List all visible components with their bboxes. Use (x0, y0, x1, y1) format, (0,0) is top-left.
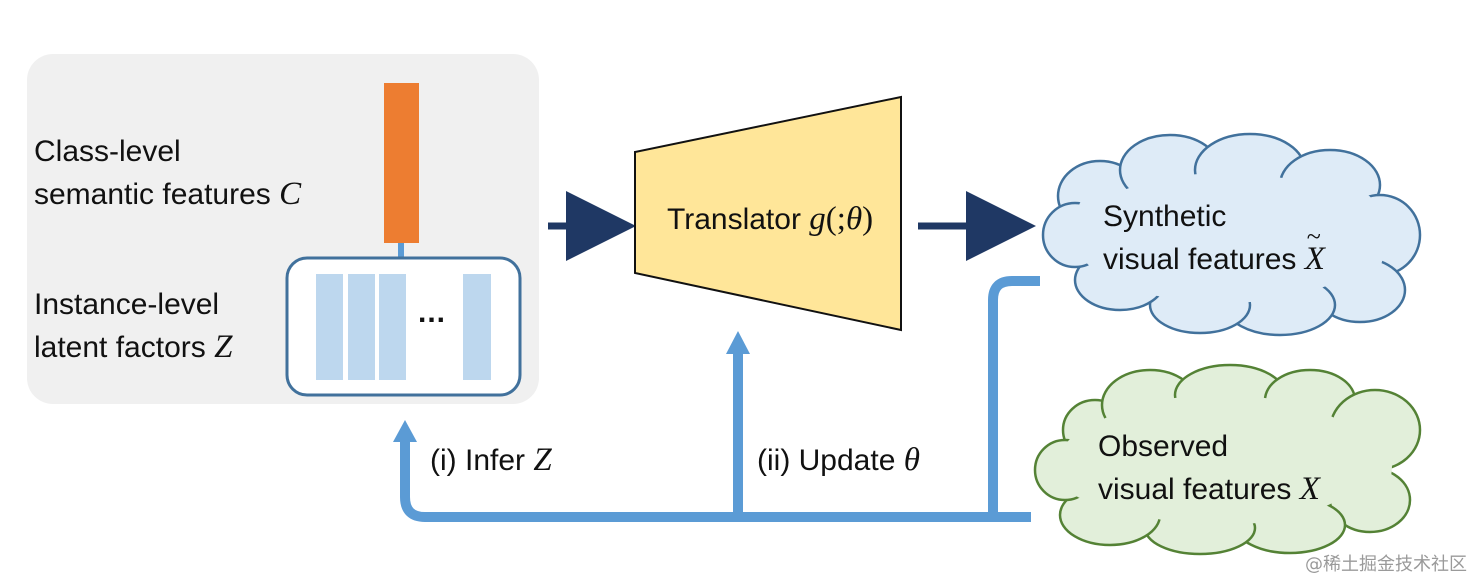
infer-arrowhead (393, 420, 417, 442)
update-step-label: (ii) Update θ (757, 438, 920, 484)
infer-step-text: (i) Infer (430, 444, 526, 477)
translator-theta: θ (845, 201, 863, 237)
update-step-text: (ii) Update (757, 444, 896, 477)
synthetic-line1: Synthetic (1103, 200, 1227, 233)
latent-ellipsis: ... (418, 296, 447, 329)
class-level-line1: Class-level (34, 135, 181, 168)
latent-bar-1 (316, 274, 343, 380)
class-level-line2: semantic features (34, 178, 271, 212)
watermark: @稀土掘金技术社区 (1305, 554, 1467, 575)
latent-bar-2 (348, 274, 375, 380)
bar-connector (398, 243, 404, 257)
instance-level-line2: latent factors (34, 331, 206, 365)
translator-shape (634, 95, 902, 332)
synthetic-symbol: X (1305, 220, 1325, 283)
synthetic-label: Synthetic visual features X (1103, 196, 1325, 283)
translator-text: Translator (667, 203, 801, 236)
translator-label: Translator g(;θ) (667, 197, 873, 243)
observed-line1: Observed (1098, 430, 1229, 463)
translator-args-open: (; (825, 201, 846, 237)
latent-bar-4 (463, 274, 491, 380)
update-arrowhead (726, 331, 750, 354)
translator-func: g (809, 201, 826, 237)
instance-symbol: Z (214, 329, 233, 366)
observed-label: Observed visual features X (1098, 426, 1320, 513)
latent-bar-3 (379, 274, 406, 380)
update-step-symbol: θ (903, 442, 920, 478)
class-symbol: C (279, 176, 302, 213)
class-level-label: Class-level semantic features C (34, 131, 301, 218)
instance-level-label: Instance-level latent factors Z (34, 284, 232, 371)
class-feature-bar (384, 83, 419, 243)
instance-level-line1: Instance-level (34, 288, 220, 321)
synthetic-line2: visual features (1103, 243, 1297, 277)
infer-step-symbol: Z (533, 442, 552, 478)
infer-step-label: (i) Infer Z (430, 438, 552, 484)
translator-args-close: ) (862, 201, 874, 237)
observed-line2: visual features (1098, 473, 1292, 507)
observed-symbol: X (1299, 471, 1320, 508)
feedback-lines (400, 276, 1040, 522)
